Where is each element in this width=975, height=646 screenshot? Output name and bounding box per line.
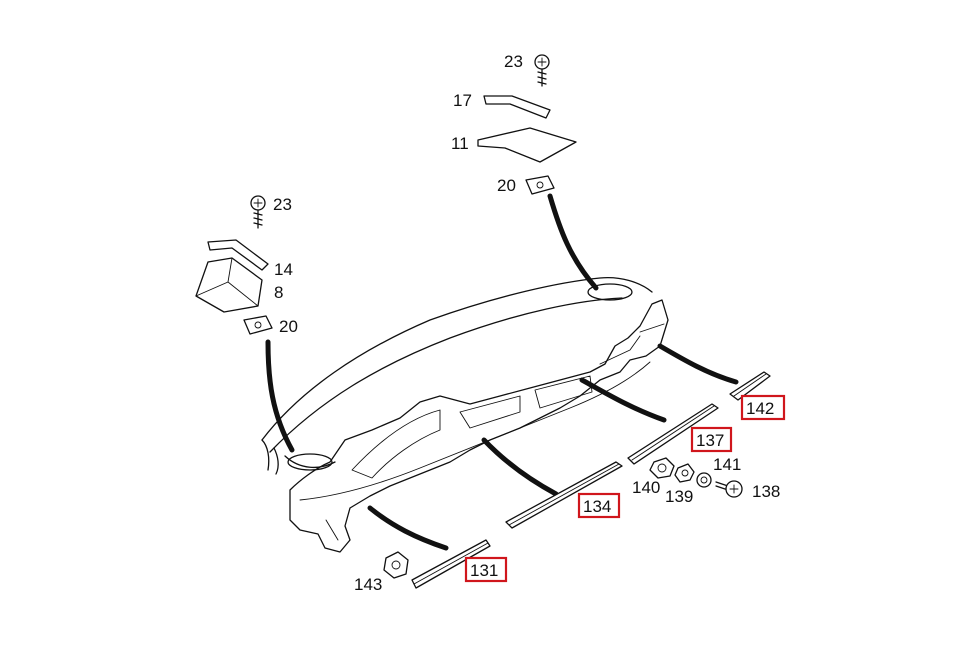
- washer-139-icon: [674, 463, 695, 483]
- nut-143-icon: [383, 551, 409, 579]
- label-strip-left: 14: [274, 260, 293, 279]
- highlight-box-134: [577, 492, 621, 519]
- label-clip-top: 20: [497, 176, 516, 195]
- label-nut-140: 140: [632, 478, 660, 497]
- screw-top-icon: [534, 54, 550, 87]
- label-screw-left: 23: [273, 195, 292, 214]
- label-washer-141: 141: [713, 455, 741, 474]
- trim-131-icon: [411, 539, 491, 589]
- highlight-box-131: [464, 556, 508, 583]
- strip-left-icon: [207, 239, 269, 271]
- clip-top-icon: [525, 175, 555, 195]
- assembly-arrows: [265, 193, 739, 551]
- label-washer-139: 139: [665, 487, 693, 506]
- screw-left-icon: [250, 195, 266, 229]
- arrow-142: [657, 343, 739, 385]
- label-trim-142: 142: [746, 399, 774, 418]
- label-strip-top: 17: [453, 91, 472, 110]
- pad-top-icon: [477, 127, 577, 163]
- washer-141-icon: [696, 472, 712, 488]
- highlight-box-137: [690, 426, 733, 453]
- arrow-clip-left: [265, 339, 295, 453]
- screw-138-icon: [715, 480, 743, 498]
- label-screw-138: 138: [752, 482, 780, 501]
- label-trim-137: 137: [696, 431, 724, 450]
- highlight-box-142: [740, 394, 786, 421]
- arrow-137: [579, 377, 667, 423]
- label-pad-left: 8: [274, 283, 283, 302]
- label-screw-top: 23: [504, 52, 523, 71]
- clip-left-icon: [243, 315, 273, 335]
- trim-134-icon: [505, 461, 623, 529]
- label-clip-left: 20: [279, 317, 298, 336]
- arrow-134: [481, 437, 559, 497]
- label-trim-131: 131: [470, 561, 498, 580]
- nut-140-icon: [649, 457, 675, 479]
- label-trim-134: 134: [583, 497, 611, 516]
- trim-137-icon: [627, 403, 719, 465]
- label-pad-top: 11: [451, 134, 469, 153]
- trim-142-icon: [729, 371, 771, 401]
- label-nut-143: 143: [354, 575, 382, 594]
- arrow-131: [367, 505, 449, 551]
- pad-left-icon: [195, 257, 263, 313]
- strip-top-icon: [483, 95, 551, 119]
- arrow-clip-top: [547, 193, 599, 291]
